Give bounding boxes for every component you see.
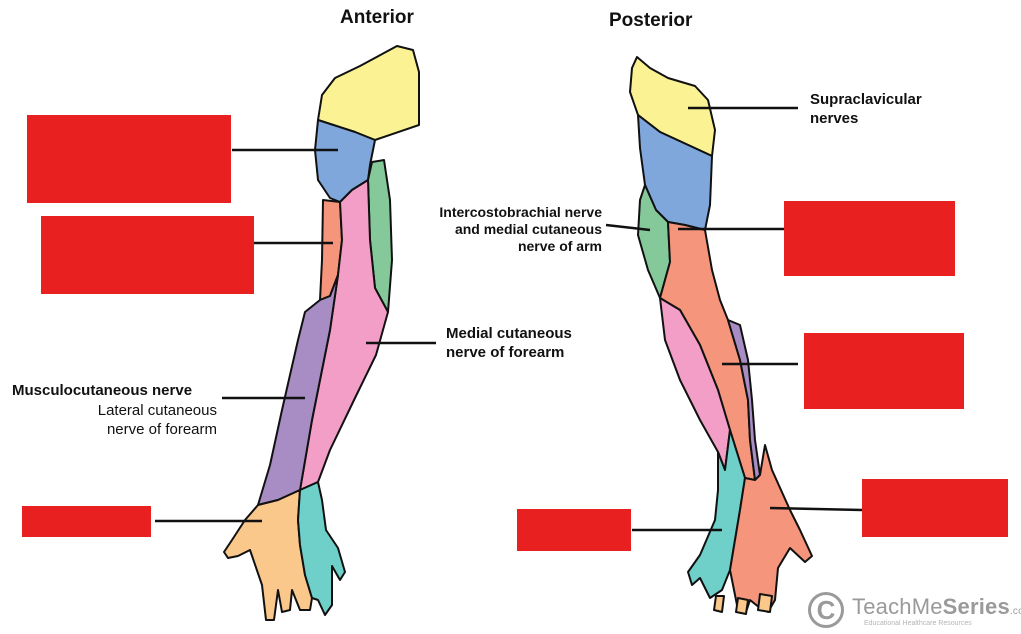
intercostobrachial-label: Intercostobrachial nerve and medial cuta…: [439, 204, 602, 254]
hidden-label-posterior-axillary[interactable]: [784, 201, 955, 276]
posterior-title: Posterior: [609, 10, 693, 31]
posterior-fingernail-a: [713, 595, 725, 613]
teachmeseries-watermark: C TeachMeSeries.com Educational Healthca…: [808, 592, 1021, 634]
supraclavicular-label: Supraclavicular nerves: [810, 91, 922, 127]
posterior-ulnar-hand-region: [687, 429, 746, 599]
medial-cutaneous-forearm-label: Medial cutaneous nerve of forearm: [446, 325, 572, 361]
leader-line-posterior-intercostobrachial: [605, 223, 651, 232]
hidden-label-anterior-axillary[interactable]: [27, 115, 231, 203]
hidden-label-anterior-radial[interactable]: [41, 216, 254, 294]
musculocutaneous-label: Musculocutaneous nerve: [12, 382, 193, 399]
lateral-cutaneous-forearm-label: Lateral cutaneous nerve of forearm: [97, 402, 217, 438]
hidden-label-posterior-lateral-forearm[interactable]: [804, 333, 964, 409]
watermark-brand: TeachMeSeries.com: [852, 594, 1021, 619]
anterior-title: Anterior: [340, 7, 414, 28]
posterior-supraclavicular-region: [629, 56, 716, 157]
anterior-ulnar-hand-region: [297, 481, 346, 616]
watermark-tagline: Educational Healthcare Resources: [864, 620, 972, 627]
leader-line-posterior-radial-hand: [769, 506, 863, 512]
posterior-fingernail-b: [735, 597, 749, 615]
posterior-fingernail-c: [757, 593, 773, 613]
hidden-label-posterior-ulnar-hand[interactable]: [517, 509, 631, 551]
posterior-radial-hand-region: [729, 444, 813, 613]
copyright-c-icon: C: [808, 592, 844, 628]
hidden-label-anterior-median-hand[interactable]: [22, 506, 151, 537]
hidden-label-posterior-radial-hand[interactable]: [862, 479, 1008, 537]
